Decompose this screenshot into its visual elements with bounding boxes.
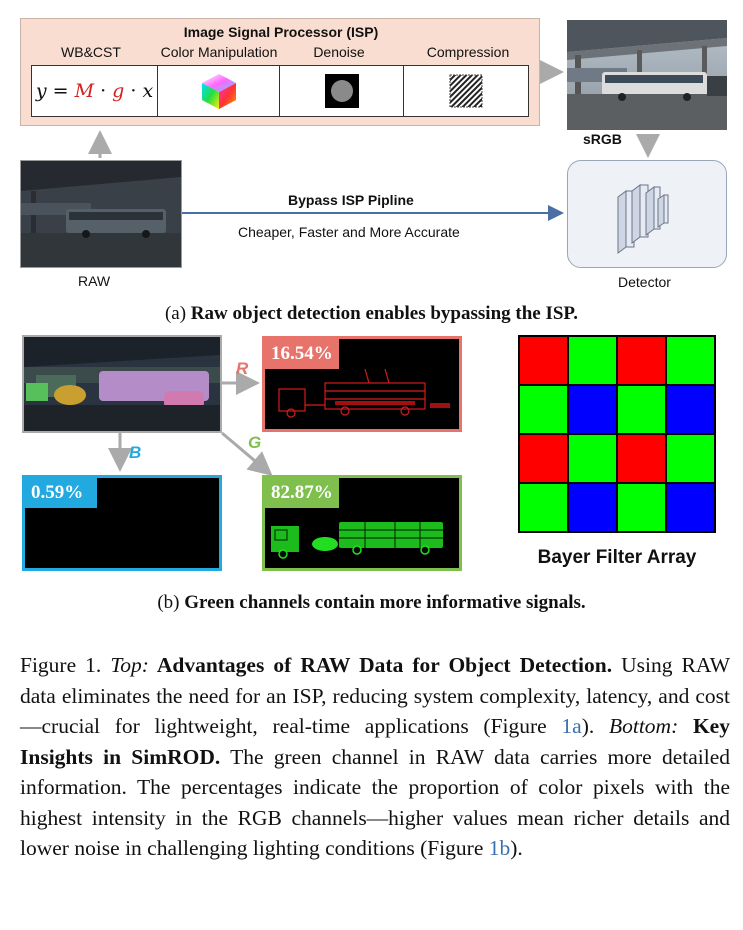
bayer-cell-g <box>520 386 567 433</box>
label-b: B <box>129 443 142 462</box>
bayer-cell-r <box>520 337 567 384</box>
blue-channel-panel: 0.59% <box>22 475 222 571</box>
red-channel-panel: 16.54% <box>262 336 462 432</box>
compression-cell <box>404 66 528 116</box>
stage-label-compression: Compression <box>426 44 510 60</box>
detector-network-icon <box>617 184 669 254</box>
red-percentage: 16.54% <box>265 339 339 369</box>
isp-box: Image Signal Processor (ISP) WB&CST Colo… <box>20 18 540 126</box>
wb-formula: y = M · g · x <box>35 80 154 102</box>
detector-box <box>567 160 727 268</box>
srgb-label: sRGB <box>583 131 622 147</box>
bypass-sublabel: Cheaper, Faster and More Accurate <box>238 224 460 240</box>
bayer-filter-array <box>518 335 716 533</box>
bayer-cell-r <box>520 435 567 482</box>
bayer-cell-g <box>667 337 714 384</box>
bayer-cell-g <box>618 386 665 433</box>
blue-percentage: 0.59% <box>25 478 97 508</box>
detector-label: Detector <box>618 274 671 290</box>
bayer-cell-r <box>618 337 665 384</box>
bayer-title: Bayer Filter Array <box>537 547 697 568</box>
stage-label-wb: WB&CST <box>61 44 121 60</box>
color-cube-cell <box>158 66 280 116</box>
bayer-cell-b <box>569 386 616 433</box>
isp-stage-row: y = M · g · x <box>31 65 529 117</box>
bayer-cell-g <box>569 435 616 482</box>
srgb-photo <box>567 20 727 130</box>
figure-1b-link[interactable]: 1b <box>488 836 511 860</box>
stage-label-color: Color Manipulation <box>160 44 278 60</box>
isp-title: Image Signal Processor (ISP) <box>183 24 379 40</box>
subcaption-b: (b) Green channels contain more informat… <box>157 592 586 613</box>
raw-label: RAW <box>78 273 111 289</box>
stage-label-denoise: Denoise <box>313 44 365 60</box>
bayer-cell-g <box>569 337 616 384</box>
bypass-label: Bypass ISP Pipline <box>288 192 414 208</box>
denoise-icon <box>324 74 359 108</box>
subcaption-a: (a) Raw object detection enables bypassi… <box>164 303 579 324</box>
wb-cst-cell: y = M · g · x <box>32 66 158 116</box>
compression-icon <box>449 74 483 108</box>
segmented-raw-photo <box>22 335 222 433</box>
figure-1a-link[interactable]: 1a <box>561 714 582 738</box>
green-percentage: 82.87% <box>265 478 339 508</box>
label-g: G <box>248 433 262 452</box>
color-cube-icon <box>201 74 236 109</box>
green-channel-panel: 82.87% <box>262 475 462 571</box>
bayer-cell-b <box>667 484 714 531</box>
denoise-cell <box>280 66 404 116</box>
bayer-cell-b <box>569 484 616 531</box>
bayer-cell-b <box>667 386 714 433</box>
bayer-cell-g <box>667 435 714 482</box>
bayer-cell-g <box>618 484 665 531</box>
pipeline-arrows <box>88 60 660 221</box>
label-r: R <box>236 359 249 378</box>
raw-photo <box>20 160 182 268</box>
bayer-cell-g <box>520 484 567 531</box>
figure-caption: Figure 1. Top: Advantages of RAW Data fo… <box>20 653 730 860</box>
channel-arrows <box>108 371 273 476</box>
arrow-to-green <box>221 431 273 476</box>
bayer-cell-r <box>618 435 665 482</box>
